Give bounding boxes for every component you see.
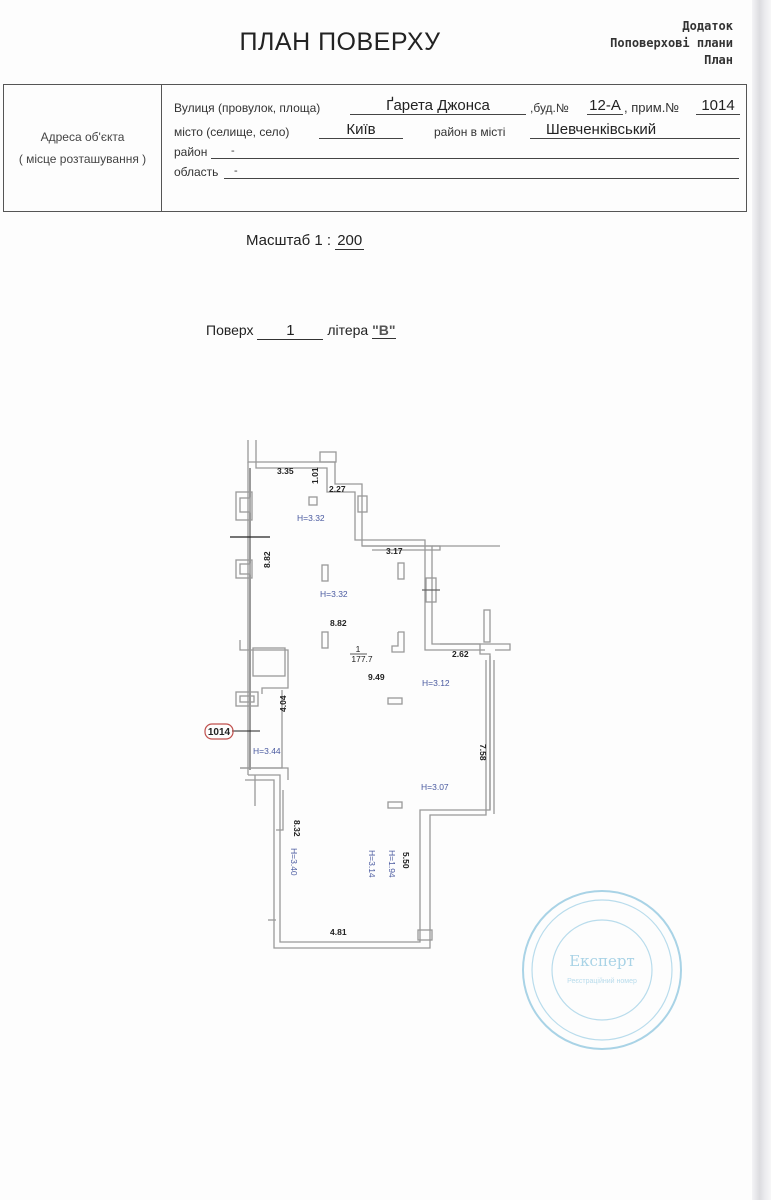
room-number: 1 <box>356 644 361 654</box>
svg-text:8.82: 8.82 <box>330 618 347 628</box>
scan-edge-shadow <box>752 0 771 1200</box>
svg-text:4.81: 4.81 <box>330 927 347 937</box>
svg-text:Експерт: Експерт <box>569 952 635 970</box>
svg-text:2.27: 2.27 <box>329 484 346 494</box>
svg-text:7.58: 7.58 <box>478 744 488 761</box>
building-label: ,буд.№ <box>530 101 569 115</box>
svg-text:H=3.32: H=3.32 <box>297 513 325 523</box>
region-label: область <box>174 165 219 179</box>
svg-text:H=1.94: H=1.94 <box>387 850 397 878</box>
building-value: 12-А <box>587 97 623 115</box>
city-district-value: Шевченківський <box>530 121 740 139</box>
premises-label: , прим.№ <box>624 100 680 115</box>
room-area: 177.7 <box>351 654 373 664</box>
svg-text:H=3.07: H=3.07 <box>421 782 449 792</box>
svg-text:H=3.12: H=3.12 <box>422 678 450 688</box>
svg-text:8.32: 8.32 <box>292 820 302 837</box>
svg-text:H=3.14: H=3.14 <box>367 850 377 878</box>
svg-text:5.50: 5.50 <box>401 852 411 869</box>
district-label: район <box>174 145 208 159</box>
letter-value: "В" <box>372 322 396 339</box>
svg-text:Реєстраційний номер: Реєстраційний номер <box>567 977 637 985</box>
address-fields: Вулиця (провулок, площа) Ґарета Джонса ,… <box>174 95 740 183</box>
city-label: місто (селище, село) <box>174 125 290 139</box>
svg-text:H=3.40: H=3.40 <box>289 848 299 876</box>
appendix-note: Додаток Поповерхові плани План <box>610 19 733 67</box>
svg-text:3.17: 3.17 <box>386 546 403 556</box>
ceiling-heights: H=3.32 H=3.32 H=3.12 H=3.44 H=3.07 H=3.4… <box>253 513 450 878</box>
svg-text:4.04: 4.04 <box>278 695 288 712</box>
premises-tag: 1014 <box>204 723 234 740</box>
svg-text:2.62: 2.62 <box>452 649 469 659</box>
district-row: район - <box>174 143 740 163</box>
svg-text:9.49: 9.49 <box>368 672 385 682</box>
svg-text:H=3.44: H=3.44 <box>253 746 281 756</box>
district-value: - <box>211 145 739 159</box>
region-value: - <box>224 165 739 179</box>
region-row: область - <box>174 163 740 183</box>
dimensions: 3.35 1.01 2.27 3.17 8.82 8.82 9.49 2.62 … <box>262 466 488 937</box>
address-label-cell: Адреса об'єкта ( місце розташування ) <box>4 85 162 211</box>
city-row: місто (селище, село) Київ район в місті … <box>174 119 740 143</box>
walls <box>235 440 511 949</box>
svg-text:1014: 1014 <box>208 727 231 738</box>
svg-text:8.82: 8.82 <box>262 551 272 568</box>
floor-line: Поверх 1 літера "В" <box>206 322 396 340</box>
official-stamp: Експерт Реєстраційний номер <box>522 890 682 1050</box>
city-district-label: район в місті <box>434 125 506 139</box>
street-label: Вулиця (провулок, площа) <box>174 101 321 115</box>
svg-text:1.01: 1.01 <box>310 467 320 484</box>
page-title: ПЛАН ПОВЕРХУ <box>239 28 441 56</box>
svg-text:3.35: 3.35 <box>277 466 294 476</box>
street-value: Ґарета Джонса <box>350 97 526 115</box>
address-table: Адреса об'єкта ( місце розташування ) Ву… <box>3 84 747 212</box>
svg-text:H=3.32: H=3.32 <box>320 589 348 599</box>
scale-line: Масштаб 1 : 200 <box>246 232 365 250</box>
premises-value: 1014 <box>696 97 740 115</box>
street-row: Вулиця (провулок, площа) Ґарета Джонса ,… <box>174 95 740 119</box>
city-value: Київ <box>319 121 403 139</box>
scale-value: 200 <box>335 232 365 250</box>
floor-value: 1 <box>257 322 324 340</box>
